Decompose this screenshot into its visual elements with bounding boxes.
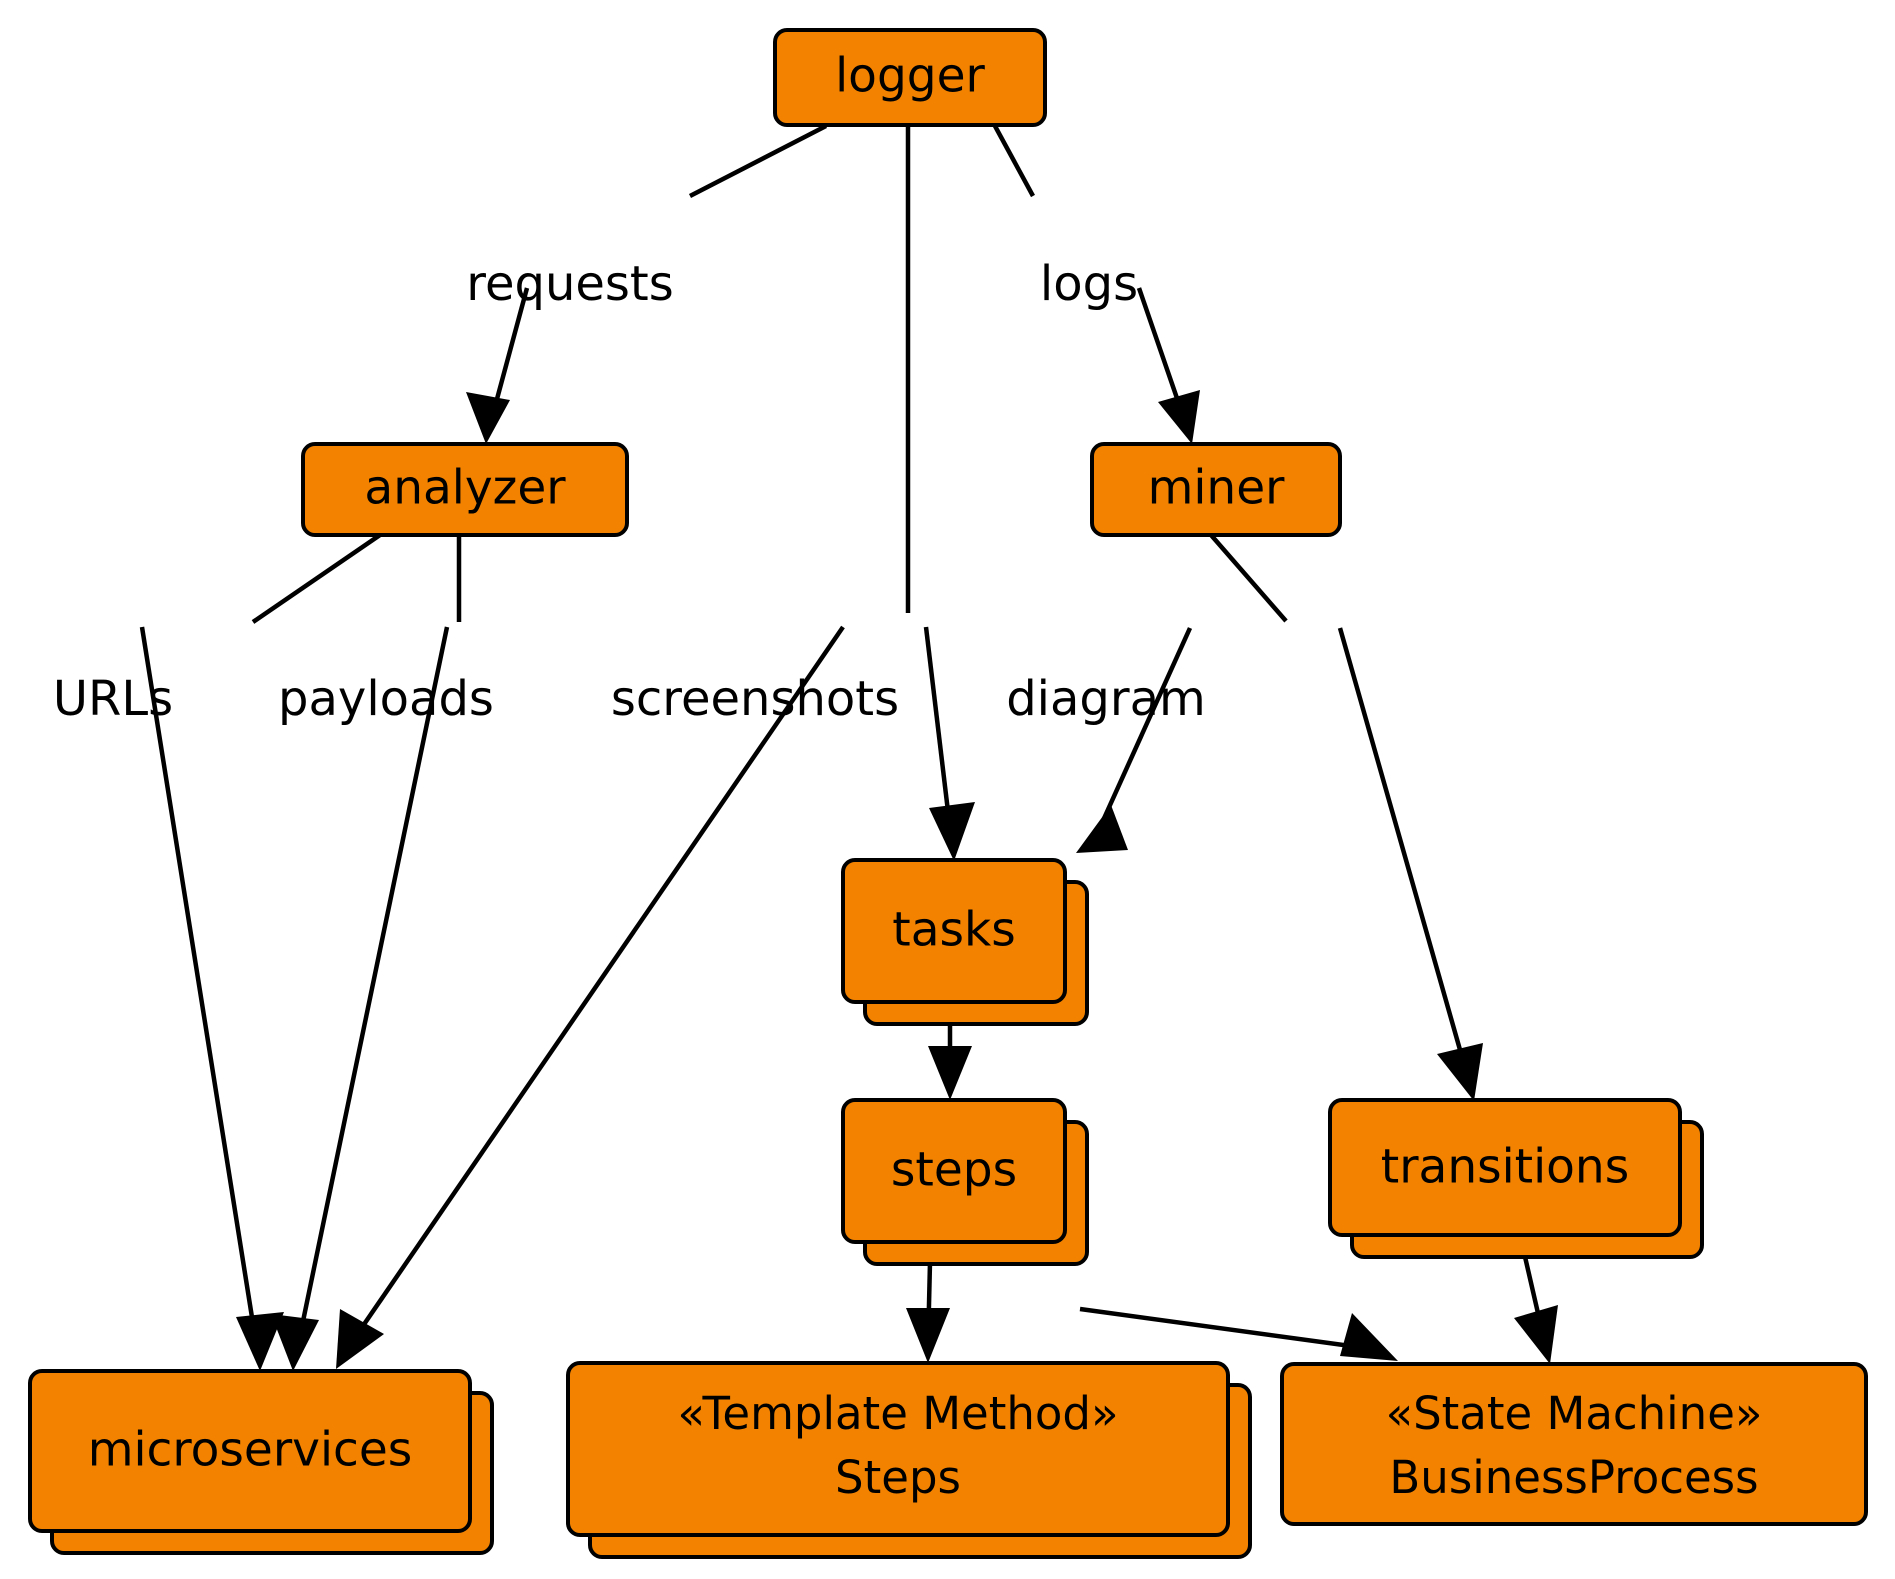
node-tasks-label: tasks <box>892 903 1015 958</box>
edge-analyzer-urls <box>251 533 382 624</box>
node-logger-box[interactable] <box>773 28 1047 127</box>
arrowhead-transitions-state-machine <box>1514 1305 1558 1364</box>
edge-label-requests: requests <box>466 256 673 312</box>
arrowhead-screenshots-tasks <box>929 802 975 861</box>
node-transitions-label: transitions <box>1381 1140 1629 1195</box>
arrowhead-steps-template-method <box>906 1308 950 1363</box>
node-steps-box[interactable] <box>841 1098 1067 1244</box>
node-steps-label: steps <box>891 1143 1017 1198</box>
edge-label-urls: URLs <box>53 671 173 727</box>
node-analyzer-box[interactable] <box>301 442 629 537</box>
node-steps[interactable]: steps <box>841 1098 1089 1266</box>
edge-payloads-microservices <box>293 626 450 1356</box>
node-miner[interactable]: miner <box>1090 442 1342 537</box>
edge-miner-diagram <box>1209 533 1288 623</box>
edge-steps-state-machine <box>1079 1306 1381 1353</box>
node-state-machine-label-line1: «State Machine» <box>1386 1387 1763 1440</box>
arrowhead-tasks-steps <box>928 1046 972 1100</box>
edge-label-diagram: diagram <box>1006 671 1206 727</box>
edge-urls-microservices <box>139 626 261 1356</box>
node-tasks[interactable]: tasks <box>841 858 1089 1026</box>
arrowhead-logs-miner <box>1158 390 1200 444</box>
node-miner-box[interactable] <box>1090 442 1342 537</box>
arrowhead-steps-state-machine <box>1340 1313 1398 1361</box>
edge-screenshots-microservices <box>343 625 845 1354</box>
node-transitions-box[interactable] <box>1328 1098 1682 1237</box>
node-analyzer[interactable]: analyzer <box>301 442 629 537</box>
node-transitions[interactable]: transitions <box>1328 1098 1704 1259</box>
edge-label-group: requests logs URLs payloads screenshots … <box>53 256 1206 727</box>
node-state-machine-label-line2: BusinessProcess <box>1389 1451 1758 1504</box>
edge-label-payloads: payloads <box>278 671 494 727</box>
node-microservices-label: microservices <box>88 1423 413 1478</box>
node-logger-label: logger <box>835 49 985 104</box>
node-microservices-box[interactable] <box>28 1369 472 1533</box>
node-analyzer-label: analyzer <box>364 461 566 516</box>
node-logger[interactable]: logger <box>773 28 1047 127</box>
edge-label-logs: logs <box>1040 256 1138 312</box>
node-state-machine-businessprocess[interactable]: «State Machine» BusinessProcess <box>1280 1362 1868 1526</box>
node-microservices[interactable]: microservices <box>28 1369 494 1555</box>
node-tasks-box[interactable] <box>841 858 1067 1004</box>
arrowhead-screenshots-microservices <box>336 1309 384 1369</box>
node-template-method-label-line2: Steps <box>835 1451 961 1504</box>
node-template-method-steps[interactable]: «Template Method» Steps <box>566 1361 1252 1559</box>
edge-logger-requests <box>688 123 828 199</box>
node-template-method-label-line1: «Template Method» <box>677 1387 1118 1440</box>
edge-logger-logs <box>993 124 1035 198</box>
arrowhead-diagram-transitions <box>1437 1043 1483 1101</box>
edge-label-screenshots: screenshots <box>611 671 899 727</box>
edge-diagram-transitions <box>1337 627 1473 1086</box>
node-state-machine-box[interactable] <box>1280 1362 1868 1526</box>
edge-group <box>139 123 1558 1371</box>
arrowhead-diagram-tasks <box>1076 805 1128 853</box>
arrowhead-payloads-microservices <box>271 1314 319 1371</box>
node-miner-label: miner <box>1148 461 1286 516</box>
arrowhead-urls-microservices <box>236 1312 284 1371</box>
arrowhead-requests-analyzer <box>466 392 510 444</box>
node-template-method-box[interactable] <box>566 1361 1230 1537</box>
